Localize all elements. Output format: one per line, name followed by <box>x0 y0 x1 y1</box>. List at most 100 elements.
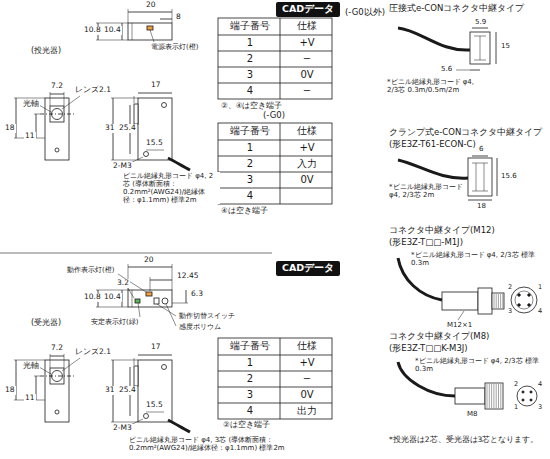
dimension-label: *ビニル絶縁丸形コード φ4, 2/3芯 0.3m/0.5m/2m <box>386 78 483 94</box>
dimension-label: ビニル絶縁丸形コード φ4, 3芯 (導体断面積：0.2mm²(AWG24)/絶… <box>128 436 315 452</box>
sensitivity-knob <box>162 298 168 304</box>
dimension-label: 2-M3 <box>112 162 133 171</box>
table-cell: 端子番号 <box>218 125 282 137</box>
dimension-line <box>470 70 480 71</box>
dimension-label: *ビニル絶縁丸形コード φ4, 2/3芯 標準0.3m <box>410 251 544 267</box>
dimension-label: 10.8 <box>83 293 102 302</box>
dimension-label: 20 <box>143 256 155 265</box>
dimension-label: 11 <box>24 394 36 403</box>
leader-line <box>458 311 464 320</box>
dimension-label: 6 <box>478 145 484 153</box>
table-cell: 4 <box>218 85 282 97</box>
dimension-line <box>128 267 172 268</box>
table-cell: 0V <box>280 174 334 186</box>
dimension-label: 感度ボリウム <box>178 323 222 331</box>
table-cell: 端子番号 <box>218 20 282 32</box>
dimension-label: *投光器は2芯、受光器は3芯となります。 <box>388 436 539 445</box>
emitter-top-dims <box>96 9 172 42</box>
cable <box>398 28 470 50</box>
pin <box>530 399 532 401</box>
extension-line <box>96 23 128 24</box>
dimension-label: 動作表示灯(橙) <box>66 266 115 274</box>
dimension-label: 3 <box>537 404 543 411</box>
receiver-views <box>14 354 190 432</box>
m12-connector <box>398 258 537 320</box>
table-cell: 0V <box>280 69 334 81</box>
table-cell: 出力 <box>280 405 334 417</box>
operation-indicator <box>146 292 152 296</box>
extension-line <box>172 9 173 23</box>
dimension-label: 3 <box>507 308 513 315</box>
extension-line <box>150 277 151 291</box>
dimension-label: 電源表示灯(橙) <box>150 43 199 51</box>
dimension-label: 15.5 <box>145 401 164 410</box>
thread-stroke <box>500 294 501 308</box>
dimension-label: 2 <box>507 284 513 291</box>
dimension-label: 3.2 <box>116 279 130 288</box>
terminal-tables <box>218 18 332 419</box>
dimension-label: (形E3Z-T□□K-M3J) <box>388 344 469 354</box>
extension-line <box>96 40 128 41</box>
dimension-label: 15.6 <box>500 172 518 180</box>
dimension-label: ビニル絶縁丸形コード φ4, 2芯 (導体断面積：0.2mm²(AWG24)/絶… <box>122 172 220 204</box>
dimension-label: ④は空き端子 <box>220 207 269 216</box>
dimension-label: *ビニル絶縁丸形コード φ4, 2/3芯 2m <box>388 183 464 199</box>
knurl-stroke <box>500 384 501 408</box>
badge-text: CADデータ <box>282 4 334 15</box>
dimension-label: 2 <box>513 381 519 388</box>
dimension-label: 17 <box>150 343 162 352</box>
dimension-label: 31 <box>104 124 116 133</box>
dimension-label: 25.4 <box>118 124 137 133</box>
table-cell: 2 <box>218 373 282 385</box>
dimension-label: (-G0以外) <box>344 8 386 18</box>
table-cell: +V <box>280 357 334 369</box>
pins <box>522 391 532 401</box>
separator-line <box>0 253 272 254</box>
connector-body <box>455 388 485 404</box>
dimension-label: 1 <box>513 404 519 411</box>
dimension-label: M12×1 <box>446 321 473 329</box>
dimension-label: 18 <box>476 202 487 210</box>
table-cell: 4 <box>218 190 282 202</box>
connector-detail <box>474 36 486 60</box>
table-cell: 2 <box>218 53 282 65</box>
knurl-stroke <box>498 384 499 408</box>
power-indicator <box>147 26 153 30</box>
dimension-label: (形E3Z-T□□-M1J) <box>388 238 464 248</box>
connector-body <box>468 158 492 196</box>
table-cell: 1 <box>218 357 282 369</box>
table-cell: 入力 <box>280 158 334 170</box>
dimension-label: (形E3Z-T61-ECON-C) <box>388 140 477 150</box>
dimension-label: ②、④は空き端子 <box>220 102 283 111</box>
dimension-label: レンズ <box>74 86 100 95</box>
table-cell: 0V <box>280 389 334 401</box>
table-cell: 仕様 <box>280 125 334 137</box>
dimension-label: (-G0) <box>262 111 286 121</box>
dimension-line <box>128 12 172 13</box>
pin <box>518 304 521 307</box>
leader-line <box>150 30 154 42</box>
dimension-line <box>468 200 492 201</box>
extension-line <box>172 303 188 304</box>
pin-face-inner <box>515 291 533 309</box>
dimension-label: 1 <box>537 284 543 291</box>
cable <box>398 160 468 178</box>
dimension-label: 20 <box>145 1 157 10</box>
knurl-stroke <box>496 384 497 408</box>
extension-line <box>96 290 128 291</box>
dimension-label: 6.3 <box>190 290 204 299</box>
dimension-label: 光軸 <box>22 100 40 109</box>
pin <box>522 391 524 393</box>
dimension-label: コネクタ中継タイプ(M8) <box>388 332 490 342</box>
dimension-label: 31 <box>104 386 116 395</box>
dimension-line <box>150 280 172 281</box>
cad-data-badge: CADデータ <box>276 2 340 17</box>
connector-detail <box>472 163 488 191</box>
table-cell: +V <box>280 37 334 49</box>
extension-line <box>128 9 129 23</box>
pin <box>518 294 521 297</box>
dimension-label: 4 <box>537 381 543 388</box>
table-cell: 4 <box>218 405 282 417</box>
econ-pressure-connector <box>398 28 496 70</box>
dimension-label: 5.9 <box>474 18 487 26</box>
